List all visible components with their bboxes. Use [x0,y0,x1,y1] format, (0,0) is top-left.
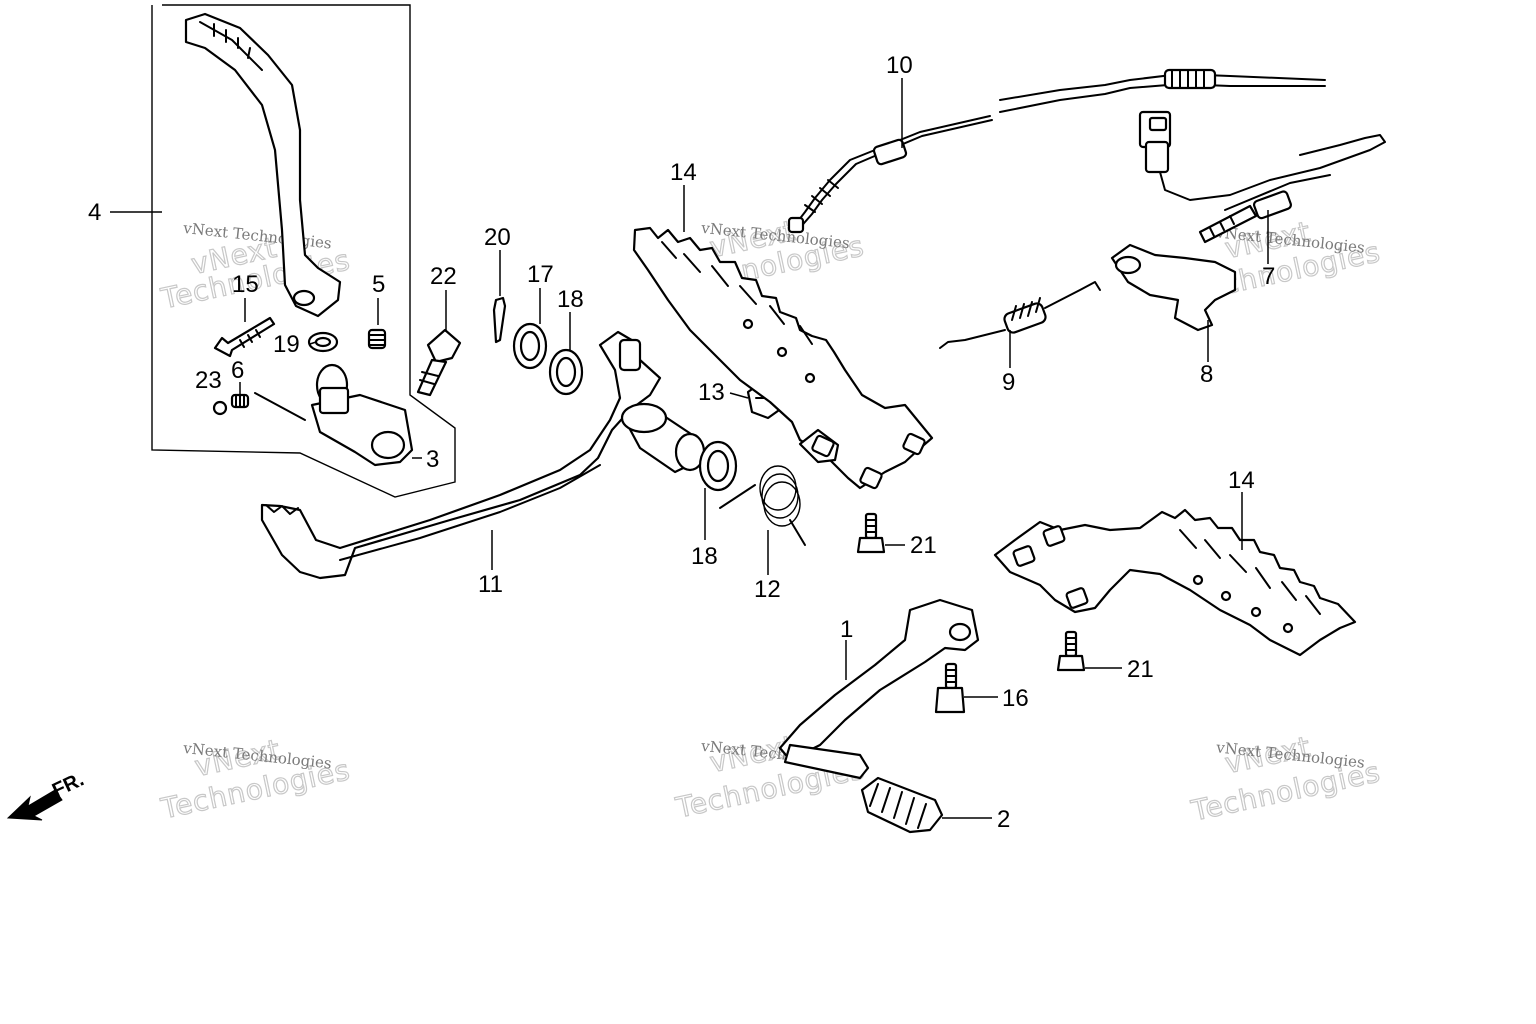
callout-9: 9 [1002,369,1015,396]
callout-22: 22 [430,263,457,290]
callout-20: 20 [484,224,511,251]
brake-cable-10 [787,68,1326,234]
bolt-16 [934,662,966,714]
callout-6: 6 [231,357,244,384]
switch-bracket-8 [1110,243,1237,332]
bolt-21-lower [1056,630,1086,672]
callout-3: 3 [426,446,439,473]
bolt-15 [213,316,276,358]
callout-8: 8 [1200,361,1213,388]
bolt-22 [416,328,462,397]
watermark-bottom-left: vNext Technologies vNext Technologies [157,732,354,826]
seal-17 [512,322,548,370]
leader-lines [110,78,1269,819]
callout-12: 12 [754,576,781,603]
callout-13: 13 [698,379,725,406]
callout-11: 11 [478,571,503,598]
callout-2: 2 [997,806,1010,833]
callout-21-upper: 21 [910,532,937,559]
callout-labels: 4 15 19 5 23 6 3 22 20 17 18 11 18 12 13… [88,52,1275,833]
callout-15: 15 [232,271,259,298]
callout-7: 7 [1262,263,1275,290]
callout-10: 10 [886,52,913,79]
cotter-pin-20 [492,296,507,344]
callout-17: 17 [527,261,554,288]
callout-1: 1 [840,616,853,643]
pedal-rubber-2 [860,776,944,834]
watermark-bottom-center: vNext Technologies vNext Technologies [672,728,869,825]
spring-9 [939,281,1101,349]
assembly-4-outline [151,4,456,498]
footpeg-left [632,226,934,490]
callout-19: 19 [273,331,300,358]
callout-21-lower: 21 [1127,656,1154,683]
washer-19-hole [314,336,332,348]
callout-18-lower: 18 [691,543,718,570]
kick-starter-arm [184,12,342,318]
seal-18-upper [548,348,584,396]
callout-18-upper: 18 [557,286,584,313]
footpeg-right [993,508,1357,657]
kick-starter-pivot [254,363,414,467]
return-spring-12 [719,465,806,546]
spring-5 [367,328,387,350]
front-arrow-icon: FR. [6,768,87,821]
spring-6 [230,393,250,409]
callout-14-lower: 14 [1228,467,1255,494]
seal-18-lower [698,440,738,492]
callout-23: 23 [195,367,222,394]
callout-5: 5 [372,271,385,298]
bolt-21-upper [856,512,886,554]
watermark-bottom-right: vNext Technologies vNext Technologies [1187,729,1384,828]
callout-4: 4 [88,199,101,226]
shift-pedal [778,598,980,780]
brake-pedal [260,330,706,580]
callout-14-upper: 14 [670,159,697,186]
ball-23 [212,400,228,416]
callout-16: 16 [1002,685,1029,712]
brake-switch-7 [1138,110,1386,244]
